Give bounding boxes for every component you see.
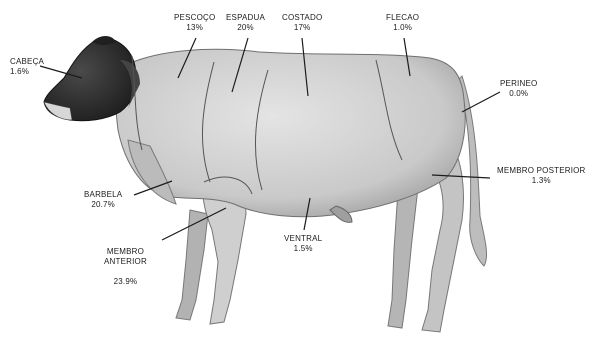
label-membro-anterior: MEMBRO ANTERIOR 23.9% <box>104 237 147 297</box>
label-membro-anterior-name: MEMBRO ANTERIOR <box>104 247 147 267</box>
label-membro-posterior-name: MEMBRO POSTERIOR <box>497 166 586 176</box>
label-costado-value: 17% <box>282 23 322 33</box>
label-ventral-value: 1.5% <box>284 244 322 254</box>
front-leg-far <box>176 210 208 320</box>
label-flancos-value: 1.0% <box>386 23 419 33</box>
label-membro-posterior-value: 1.3% <box>497 176 586 186</box>
label-costado: COSTADO 17% <box>282 13 322 33</box>
label-pescoco-value: 13% <box>174 23 215 33</box>
label-espadua-value: 20% <box>226 23 265 33</box>
label-pescoco-name: PESCOÇO <box>174 13 215 23</box>
label-cabeca-value: 1.6% <box>10 67 44 77</box>
label-cabeca: CABEÇA 1.6% <box>10 57 44 77</box>
label-costado-name: COSTADO <box>282 13 322 23</box>
label-cabeca-name: CABEÇA <box>10 57 44 66</box>
label-perineo: PERINEO 0.0% <box>500 79 537 99</box>
label-perineo-name: PERINEO <box>500 79 537 89</box>
label-membro-anterior-value: 23.9% <box>104 277 147 287</box>
label-espadua-name: ESPADUA <box>226 13 265 23</box>
label-pescoco: PESCOÇO 13% <box>174 13 215 33</box>
label-membro-posterior: MEMBRO POSTERIOR 1.3% <box>497 166 586 186</box>
label-flancos: FLECAO 1.0% <box>386 13 419 33</box>
label-flancos-name: FLECAO <box>386 13 419 23</box>
label-barbela: BARBELA 20.7% <box>84 190 122 210</box>
label-barbela-name: BARBELA <box>84 190 122 200</box>
label-espadua: ESPADUA 20% <box>226 13 265 33</box>
label-barbela-value: 20.7% <box>84 200 122 210</box>
label-ventral-name: VENTRAL <box>284 234 322 244</box>
label-ventral: VENTRAL 1.5% <box>284 234 322 254</box>
label-perineo-value: 0.0% <box>500 89 537 99</box>
